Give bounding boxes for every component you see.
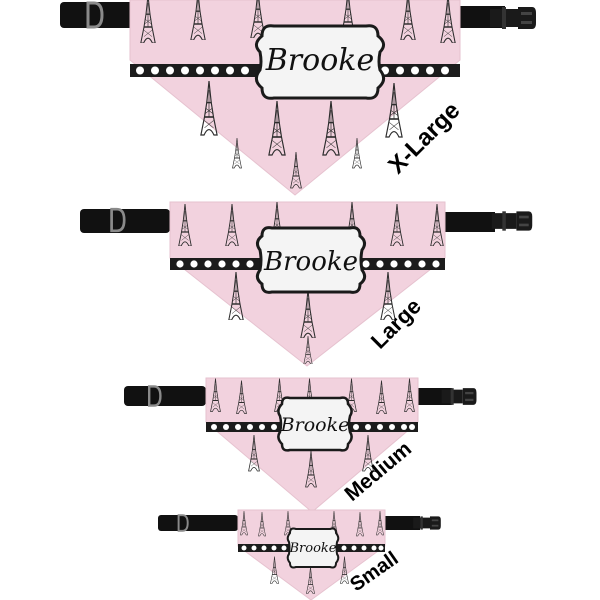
polka-dots: [176, 260, 440, 268]
bandana-xlarge: Brooke X-Large: [60, 0, 536, 196]
name-plate: [286, 527, 340, 569]
name-text: Brooke: [263, 247, 358, 277]
strap-left: [60, 2, 140, 28]
name-text: Brooke: [289, 541, 337, 556]
polka-dots: [241, 545, 384, 551]
bandana-large: Brooke Large: [80, 201, 533, 367]
strap-left: [124, 386, 206, 406]
polka-dots: [211, 424, 415, 430]
name-plate: [255, 226, 367, 294]
name-text: Brooke: [265, 43, 374, 78]
name-text: Brooke: [280, 414, 350, 436]
buckle-icon: [491, 211, 533, 231]
name-plate: [277, 396, 353, 452]
buckle-icon: [413, 516, 441, 530]
strap-right: [380, 516, 420, 530]
polka-dots: [136, 66, 449, 75]
bandana-small: Brooke Small: [158, 509, 441, 600]
buckle-icon: [490, 7, 536, 29]
strap-right: [440, 212, 495, 232]
strap-left: [158, 515, 238, 531]
name-plate: [255, 24, 385, 100]
buckle-icon: [441, 388, 477, 405]
bandana-medium: Brooke Medium: [124, 377, 477, 513]
